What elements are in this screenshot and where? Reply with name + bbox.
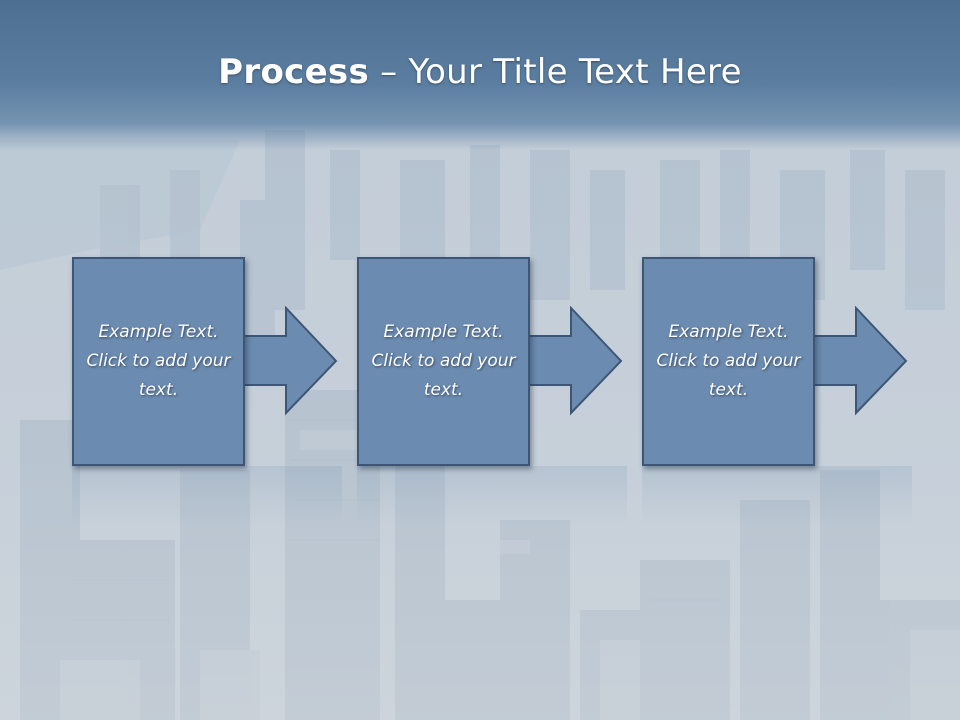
arrow-right-icon[interactable] [521,306,631,416]
process-step-text[interactable]: Example Text. Click to add your text. [371,322,516,400]
arrow-right-icon[interactable] [236,306,346,416]
slide-title-bold: Process [218,52,370,92]
slide-title[interactable]: Process – Your Title Text Here [0,52,960,92]
slide-title-rest: – Your Title Text Here [369,52,742,92]
process-step-box[interactable]: Example Text. Click to add your text. [357,257,530,466]
title-band [0,0,960,150]
process-step-box[interactable]: Example Text. Click to add your text. [642,257,815,466]
step-1-reflection [72,466,342,526]
process-step-text[interactable]: Example Text. Click to add your text. [86,322,231,400]
process-step-box[interactable]: Example Text. Click to add your text. [72,257,245,466]
step-2-reflection [357,466,627,526]
process-step-text[interactable]: Example Text. Click to add your text. [656,322,801,400]
step-3-reflection [642,466,912,526]
arrow-right-icon[interactable] [806,306,916,416]
